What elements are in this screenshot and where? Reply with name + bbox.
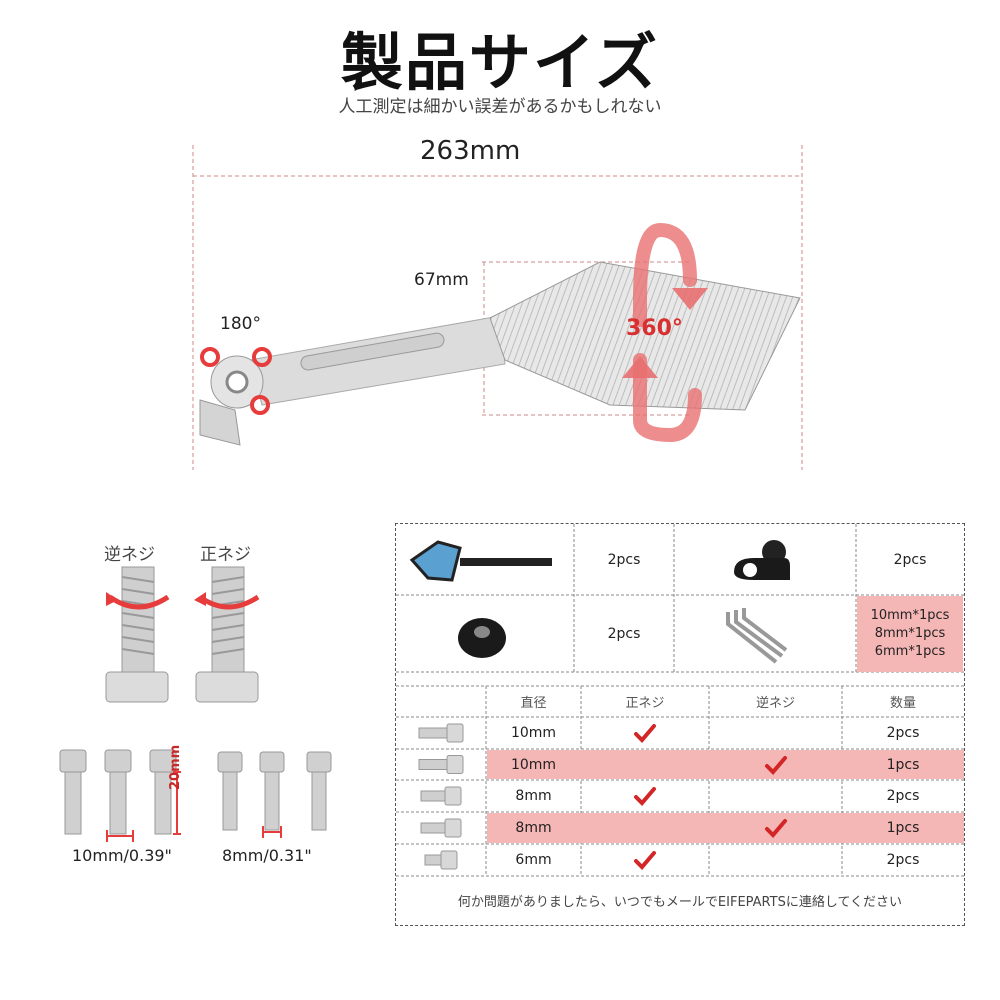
row-reverse-check (709, 844, 842, 876)
mirror-head (489, 261, 801, 411)
reverse-thread-label: 逆ネジ (104, 545, 155, 565)
header-diameter: 直径 (520, 696, 547, 711)
page-title: 製品サイズ (340, 26, 660, 99)
mirror-dimension-figure (192, 145, 803, 470)
bolt-icon (418, 755, 464, 774)
arm-slot (300, 332, 445, 371)
bolt-icon (420, 786, 462, 806)
mirror-arm (249, 315, 506, 406)
bolt-size-10-label: 10mm/0.39" (72, 846, 172, 865)
row-quantity: 2pcs (886, 788, 920, 804)
row-quantity: 2pcs (886, 852, 920, 868)
header-normal-thread: 正ネジ (625, 696, 665, 711)
check-icon (764, 819, 787, 838)
check-icon (634, 851, 656, 870)
row-quantity: 1pcs (886, 756, 920, 773)
parts-table: 2pcs 2pcs 2pcs 10mm*1pcs 8mm*1pcs 6mm*1p… (395, 523, 965, 926)
row-reverse-check (709, 780, 842, 812)
row-reverse-check (709, 749, 842, 780)
row-normal-check (581, 717, 709, 749)
page-subtitle: 人工測定は細かい誤差があるかもしれない (338, 97, 662, 117)
width-dimension-label: 263mm (420, 136, 521, 166)
row-diameter: 10mm (510, 756, 557, 773)
mirror-icon (409, 540, 552, 582)
bolt-icon (420, 818, 462, 838)
washer-icon (458, 618, 506, 658)
wrench-quantities: 10mm*1pcs 8mm*1pcs 6mm*1pcs (857, 596, 963, 672)
row-normal-check (581, 812, 709, 844)
thread-direction-figure (105, 566, 260, 703)
row-reverse-check (709, 717, 842, 749)
check-icon (764, 755, 787, 775)
wrench-qty-6: 6mm*1pcs (874, 644, 946, 659)
row-diameter: 6mm (515, 852, 552, 868)
row-diameter: 8mm (515, 820, 552, 836)
row-highlight (487, 813, 964, 843)
hex-wrench-icon (726, 608, 788, 664)
normal-thread-label: 正ネジ (200, 545, 251, 565)
header-reverse-thread: 逆ネジ (755, 696, 795, 711)
row-diameter: 8mm (515, 788, 552, 804)
mount-base (199, 399, 241, 446)
clamp-icon (734, 540, 790, 580)
row-quantity: 1pcs (886, 820, 920, 836)
check-icon (634, 787, 656, 806)
row-normal-check (581, 780, 709, 812)
row-quantity: 2pcs (886, 725, 920, 741)
check-icon (634, 724, 656, 743)
contact-note: 何か問題がありましたら、いつでもメールでEIFEPARTSに連絡してください (457, 895, 903, 910)
rotation-angle-label: 360° (626, 316, 683, 341)
row-normal-check (581, 749, 709, 780)
pivot-angle-label: 180° (220, 314, 261, 334)
bolt-sizes-figure (59, 749, 332, 842)
height-dimension-label: 67mm (414, 270, 469, 290)
washer-quantity: 2pcs (607, 625, 641, 642)
row-diameter: 10mm (510, 725, 557, 741)
bolt-icon (424, 850, 458, 870)
bolt-icon (418, 723, 464, 743)
table-grid-lines (396, 524, 964, 877)
bolt-length-label: 20mm (168, 744, 183, 790)
row-reverse-check (709, 812, 842, 844)
row-highlight (487, 750, 964, 779)
wrench-qty-10: 10mm*1pcs (870, 608, 950, 623)
row-normal-check (581, 844, 709, 876)
bolt-size-8-label: 8mm/0.31" (222, 846, 312, 865)
wrench-qty-8: 8mm*1pcs (874, 626, 946, 641)
header-quantity: 数量 (889, 696, 916, 711)
mirror-quantity: 2pcs (607, 551, 641, 568)
clamp-quantity: 2pcs (893, 551, 927, 568)
